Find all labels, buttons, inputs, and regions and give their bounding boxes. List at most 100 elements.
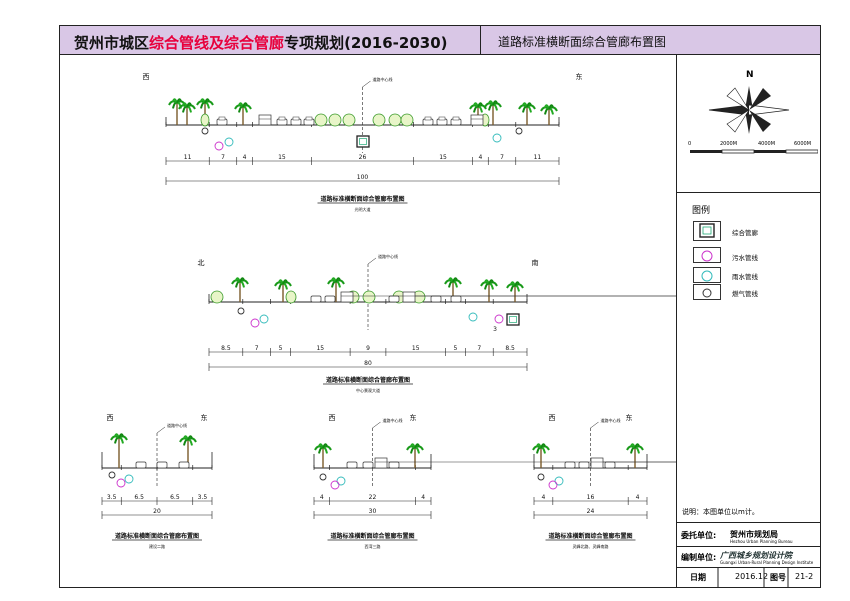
centerline-label: 道路中心线 [373, 76, 393, 82]
legend-title: 图例 [692, 206, 711, 216]
segment-width-label: 4 [636, 494, 640, 501]
drawing-no-value: 21-2 [795, 572, 814, 581]
side-panel-divider [676, 55, 677, 588]
info-divider-1 [676, 522, 821, 523]
direction-left: 西 [329, 414, 336, 422]
total-width-label: 20 [153, 508, 161, 515]
section-caption: 道路标准横断面综合管廊布置图 [326, 376, 410, 384]
segment-width-label: 5 [454, 345, 458, 352]
segment-width-label: 16 [587, 494, 595, 501]
section-subcaption: 灵峰北路、灵峰南路 [573, 543, 609, 549]
direction-right: 东 [410, 413, 417, 422]
unit-note: 说明：本图单位以m计。 [682, 508, 759, 516]
section-subcaption: 建设二路 [149, 543, 165, 549]
date-value: 2016.12 [735, 572, 769, 581]
segment-width-label: 4 [243, 154, 247, 161]
direction-right: 东 [626, 413, 633, 422]
client-value: 贺州市规划局 [730, 530, 778, 539]
direction-left: 北 [198, 259, 205, 267]
info-divider-3 [676, 567, 821, 568]
segment-width-label: 15 [316, 345, 324, 352]
scale-bar [690, 149, 818, 154]
segment-width-label: 4 [478, 154, 482, 161]
segment-width-label: 7 [255, 345, 259, 352]
segment-width-label: 6.5 [134, 494, 144, 501]
total-width-label: 24 [587, 508, 595, 515]
section-caption: 道路标准横断面综合管廊布置图 [320, 195, 404, 203]
segment-width-label: 15 [439, 154, 447, 161]
designer-label: 编制单位: [681, 553, 717, 562]
centerline-label: 道路中心线 [378, 253, 398, 259]
segment-width-label: 5 [279, 345, 283, 352]
svg-text:0: 0 [688, 141, 691, 147]
segment-width-label: 4 [542, 494, 546, 501]
section-subcaption: 光明大道 [355, 206, 371, 212]
segment-width-label: 8.5 [221, 345, 231, 352]
svg-text:4000M: 4000M [758, 141, 775, 147]
centerline-label: 道路中心线 [601, 417, 621, 423]
info-divider-2 [676, 546, 821, 547]
svg-text:6000M: 6000M [794, 141, 811, 147]
direction-right: 东 [201, 413, 208, 422]
direction-left: 西 [107, 414, 114, 422]
segment-width-label: 3.5 [107, 494, 117, 501]
sewage-pipe-icon [693, 247, 721, 263]
segment-width-label: 3.5 [198, 494, 208, 501]
segment-width-label: 15 [412, 345, 420, 352]
section-caption: 道路标准横断面综合管廊布置图 [115, 532, 199, 540]
segment-width-label: 9 [366, 345, 370, 352]
svg-text:2000M: 2000M [720, 141, 737, 147]
designer-value-en: Guangxi Urban-Rural Planning Design Inst… [720, 560, 814, 565]
segment-width-label: 15 [278, 154, 286, 161]
segment-width-label: 8.5 [505, 345, 515, 352]
client-value-en: Hezhou Urban Planning Bureau [730, 539, 793, 544]
utility-tunnel-icon [693, 221, 721, 241]
segment-width-label: 11 [534, 154, 542, 161]
total-width-label: 100 [357, 174, 369, 181]
legend-label-sewage: 污水管线 [732, 254, 758, 262]
segment-width-label: 26 [359, 154, 367, 161]
drawing-no-label: 图号 [770, 573, 786, 582]
date-label: 日期 [690, 573, 706, 582]
centerline-label: 道路中心线 [167, 422, 187, 428]
section-caption: 道路标准横断面综合管廊布置图 [330, 532, 414, 540]
project-title: 贺州市城区综合管线及综合管廊专项规划(2016-2030) [74, 34, 448, 52]
client-label: 委托单位: [681, 531, 717, 540]
centerline-label: 道路中心线 [383, 417, 403, 423]
segment-width-label: 11 [184, 154, 192, 161]
segment-width-label: 6.5 [170, 494, 180, 501]
info-grid [717, 567, 789, 588]
sheet-title: 道路标准横断面综合管廊布置图 [498, 35, 667, 49]
rainwater-pipe-icon [693, 267, 721, 283]
compass-divider [676, 192, 821, 193]
segment-width-label: 7 [221, 154, 225, 161]
section-caption: 道路标准横断面综合管廊布置图 [548, 532, 632, 540]
direction-right: 南 [532, 258, 539, 267]
designer-value: 广西城乡规划设计院 [720, 551, 792, 560]
direction-left: 西 [143, 73, 150, 81]
total-width-label: 30 [369, 508, 377, 515]
segment-width-label: 4 [320, 494, 324, 501]
section-subcaption: 中心景观大道 [356, 387, 380, 393]
north-label: N [746, 70, 754, 80]
segment-width-label: 4 [421, 494, 425, 501]
compass-star-icon [708, 86, 790, 134]
legend-label-rain: 雨水管线 [732, 273, 758, 281]
compass-rose: N 0 2000M 4000M 6000M [688, 70, 818, 154]
gas-pipe-icon [693, 284, 721, 300]
title-bar [59, 25, 821, 55]
total-width-label: 80 [364, 360, 372, 367]
tunnel-dimension: 3 [493, 326, 497, 333]
title-divider [480, 25, 481, 55]
direction-left: 西 [549, 414, 556, 422]
cross-section-1: 西 东 道路中心线 11 7 4 15 26 15 4 7 11 100 道路标准横断面综合管廊布置图光明… [143, 72, 583, 212]
legend-label-gas: 燃气管线 [732, 290, 758, 298]
segment-width-label: 7 [500, 154, 504, 161]
legend-label-tunnel: 综合管廊 [732, 229, 758, 237]
direction-right: 东 [576, 72, 583, 81]
